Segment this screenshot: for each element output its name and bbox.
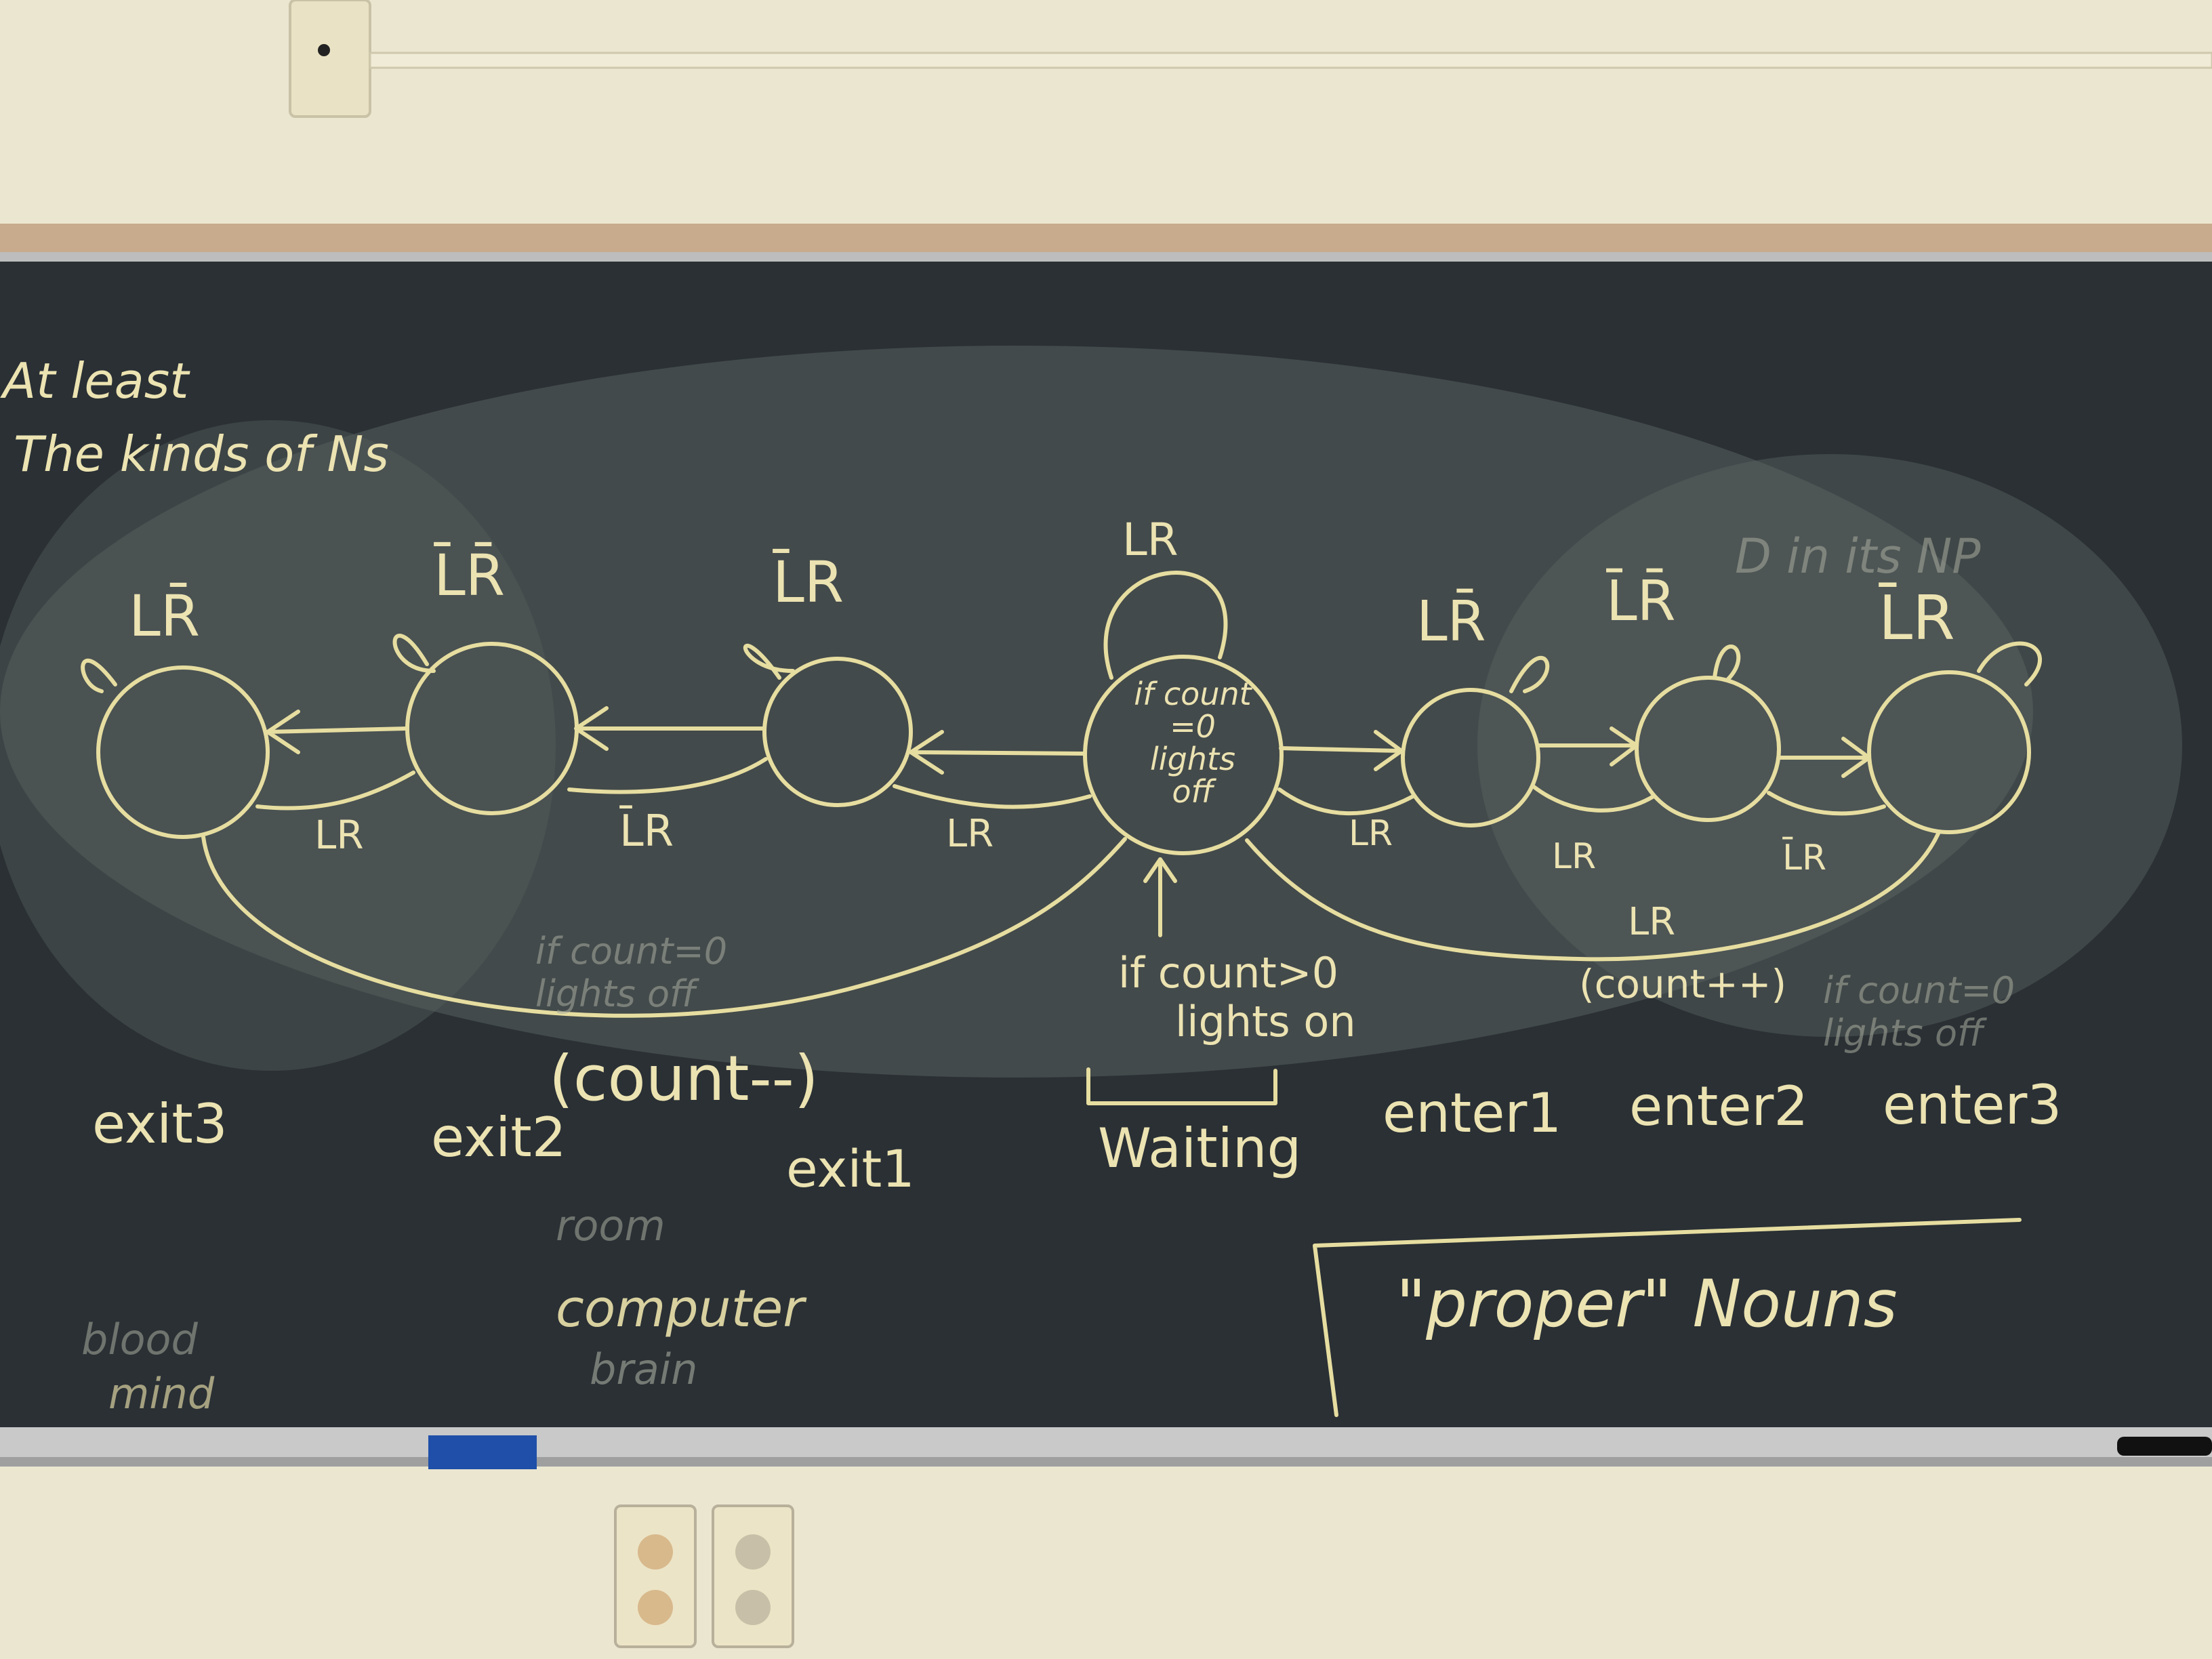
eraser-smudge [0, 346, 2033, 1078]
marker [2117, 1437, 2212, 1456]
arrow-waiting-to-enter1 [1279, 730, 1404, 771]
switch-hole [318, 44, 330, 56]
waiting-note-line: lights on [1175, 997, 1356, 1046]
top-left-note-1: At least [3, 352, 189, 409]
outlet-socket [735, 1534, 771, 1570]
faint-note-d-in-np: D in its NP [1735, 529, 1981, 584]
arrow-enter3-to-enter2 [1767, 791, 1886, 816]
state-label-enter2: enter2 [1629, 1075, 1809, 1138]
arrow-exit1-to-exit2 [574, 706, 766, 751]
waiting-text-line: if count [1134, 676, 1252, 712]
arrow-exit3-to-exit2 [255, 771, 415, 811]
arrow-exit2-to-exit3 [266, 710, 409, 754]
eraser-smudge [0, 420, 556, 1071]
faint-note-if-count-right: if count=0 lights off [1823, 969, 2015, 1054]
state-enter1-circle [1401, 688, 1540, 827]
waiting-note: if count>0 lights on [1118, 949, 1356, 1046]
state-label-exit2: exit2 [431, 1106, 567, 1169]
waiting-bracket [1086, 1067, 1277, 1105]
arc-label-count-inc: (count++) [1579, 961, 1787, 1007]
arc-enter3-to-waiting [1245, 832, 1940, 962]
transition-label-exit2-exit1: L̄R [619, 806, 674, 857]
arrow-into-waiting-bottom [1143, 857, 1177, 937]
state-enter2-circle [1635, 676, 1781, 822]
state-label-exit1: exit1 [786, 1139, 915, 1199]
self-loop-enter2 [1713, 644, 1741, 681]
arc-label-lr: LR [1628, 900, 1676, 944]
transition-label-exit1-waiting: LR [946, 812, 994, 856]
arrow-enter1-to-waiting [1277, 787, 1415, 816]
loop-label-enter1: LR̄ [1416, 590, 1486, 654]
eraser-smudge [1477, 454, 2182, 1037]
arc-label-count-dec: (count--) [549, 1042, 819, 1115]
loop-label-enter3: L̄R [1879, 583, 1955, 654]
loop-label-exit1: L̄R [773, 549, 844, 615]
arrow-enter2-to-enter1 [1531, 784, 1656, 813]
self-loop-enter1 [1509, 655, 1550, 693]
transition-label-enter1-waiting: LR [1349, 813, 1393, 854]
state-label-exit3: exit3 [92, 1092, 228, 1155]
loop-label-exit2: L̄R̄ [434, 542, 506, 609]
wall-conduit [369, 52, 2212, 69]
wall-switch-plate [289, 0, 371, 118]
chalk-tray-lip [0, 1457, 2212, 1467]
self-loop-exit2 [392, 634, 436, 673]
state-exit1-circle [762, 657, 913, 807]
faint-note-brain: brain [590, 1345, 698, 1394]
arrow-enter1-to-enter2 [1536, 726, 1639, 766]
outlet-socket [638, 1590, 673, 1625]
arrow-waiting-to-exit1 [909, 730, 1086, 775]
eraser-box [428, 1435, 537, 1469]
note-proper-nouns: "proper" Nouns [1396, 1266, 1898, 1342]
state-enter3-circle [1867, 670, 2031, 834]
waiting-text-line: off [1172, 773, 1214, 810]
waiting-state-text: if count =0 lights off [1125, 678, 1261, 808]
faint-note-mind: mind [108, 1369, 215, 1418]
state-exit3-circle [96, 665, 270, 839]
self-loop-exit1 [743, 643, 795, 680]
waiting-text-line: lights [1150, 741, 1235, 777]
waiting-text-line: =0 [1170, 708, 1216, 745]
outlet-socket [638, 1534, 673, 1570]
bottom-right-corner [1313, 1218, 2022, 1417]
note-computer: computer [556, 1278, 804, 1338]
arrow-enter2-to-enter3 [1777, 737, 1871, 778]
arrow-exit2-to-exit1 [567, 757, 768, 794]
transition-label-enter2-enter1: LR [1552, 836, 1597, 877]
state-label-enter1: enter1 [1382, 1082, 1562, 1145]
arrow-exit1-to-waiting [893, 784, 1092, 809]
top-left-note-2: The kinds of Ns [14, 426, 389, 483]
power-outlet [614, 1504, 697, 1648]
outlet-socket [735, 1590, 771, 1625]
top-frame [0, 252, 2212, 262]
self-loop-enter3 [1977, 641, 2043, 687]
self-loop-waiting [1103, 571, 1228, 680]
loop-label-enter2: L̄R̄ [1606, 569, 1676, 634]
loop-label-waiting: LR [1122, 514, 1179, 566]
cork-strip [0, 224, 2212, 255]
arc-exit3-to-waiting [201, 835, 1127, 1018]
transition-label-enter3-enter2: L̄R [1782, 838, 1827, 878]
self-loop-exit3 [81, 658, 117, 693]
state-label-enter3: enter3 [1883, 1073, 2062, 1136]
loop-label-exit3: LR̄ [129, 583, 201, 649]
faint-note-blood: blood [81, 1315, 198, 1364]
transition-label-exit3-exit2: LR [314, 812, 364, 858]
faint-note-room: room [556, 1201, 665, 1250]
state-label-waiting: Waiting [1098, 1117, 1302, 1180]
waiting-note-line: if count>0 [1118, 948, 1339, 998]
power-outlet [712, 1504, 794, 1648]
faint-note-if-count-left: if count=0 lights off [535, 930, 728, 1015]
